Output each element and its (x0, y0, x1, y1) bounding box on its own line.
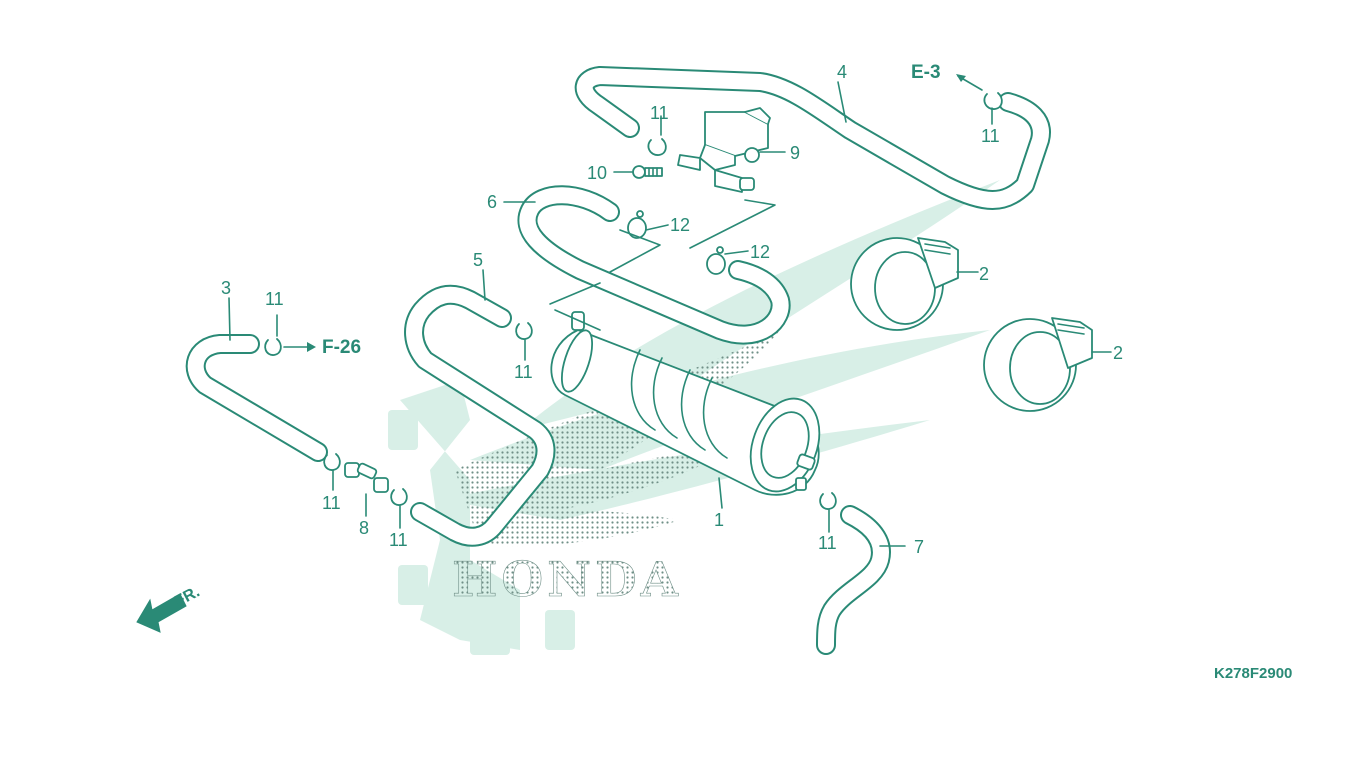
callout-9-solenoid-valve[interactable]: 9 (790, 143, 800, 163)
callout-11-clip-hose5[interactable]: 11 (514, 362, 533, 382)
callout-11-clip-joint[interactable]: 11 (389, 530, 408, 550)
clip-hose5[interactable] (515, 322, 533, 340)
clip-hose7[interactable] (819, 492, 837, 510)
callout-12-clip-lower[interactable]: 12 (750, 242, 770, 262)
diagram-code: K278F2900 (1214, 665, 1292, 682)
gear-tooth-1 (388, 410, 418, 450)
cover-upper[interactable] (850, 237, 959, 331)
solenoid-valve[interactable] (677, 107, 771, 193)
callout-4-hose[interactable]: 4 (837, 62, 847, 82)
front-direction-arrow: FR. (136, 583, 203, 633)
joint[interactable] (344, 462, 389, 493)
honda-watermark-text: HONDA (452, 552, 682, 608)
gear-tooth-3 (470, 625, 510, 655)
wing-gear-body (400, 380, 520, 650)
hose-3[interactable] (185, 334, 328, 462)
callout-8-joint[interactable]: 8 (359, 518, 369, 538)
callout-11-clip-hose7[interactable]: 11 (818, 533, 837, 553)
gear-tooth-4 (545, 610, 575, 650)
callout-10-bolt[interactable]: 10 (587, 163, 607, 183)
callout-11-clip-f26[interactable]: 11 (265, 289, 284, 309)
clip-e3[interactable] (983, 92, 1003, 110)
canister[interactable] (550, 311, 831, 501)
clip-joint[interactable] (390, 488, 408, 506)
callout-11-clip-hose3[interactable]: 11 (322, 493, 341, 513)
callout-11-clip-valve[interactable]: 11 (650, 103, 669, 123)
callout-12-clip-upper[interactable]: 12 (670, 215, 690, 235)
leader-lines (228, 81, 1112, 547)
clip-12-upper[interactable] (627, 210, 647, 239)
clip-12-lower[interactable] (706, 246, 726, 275)
callout-6-hose[interactable]: 6 (487, 192, 497, 212)
clip-valve[interactable] (647, 138, 667, 156)
hose-7[interactable] (816, 505, 891, 655)
hose-6[interactable] (517, 185, 791, 345)
hose-5[interactable] (404, 284, 556, 547)
gear-tooth-2 (398, 565, 428, 605)
hose-4[interactable] (574, 66, 1051, 210)
callout-1-canister[interactable]: 1 (714, 510, 724, 530)
ref-arrow-e3 (956, 74, 983, 91)
callout-5-hose[interactable]: 5 (473, 250, 483, 270)
callout-3-hose[interactable]: 3 (221, 278, 231, 298)
ref-arrow-f26 (283, 342, 316, 352)
callout-7-hose[interactable]: 7 (914, 537, 924, 557)
bolt[interactable] (632, 165, 663, 179)
callout-11-clip-e3[interactable]: 11 (981, 126, 1000, 146)
callout-2-cover-upper[interactable]: 2 (979, 264, 989, 284)
ref-label-f26[interactable]: F-26 (322, 337, 361, 358)
clip-f26[interactable] (264, 338, 282, 356)
clip-hose3[interactable] (323, 453, 341, 471)
ref-label-e3[interactable]: E-3 (911, 62, 941, 83)
callout-2-cover-lower[interactable]: 2 (1113, 343, 1123, 363)
cover-lower[interactable] (983, 317, 1093, 412)
